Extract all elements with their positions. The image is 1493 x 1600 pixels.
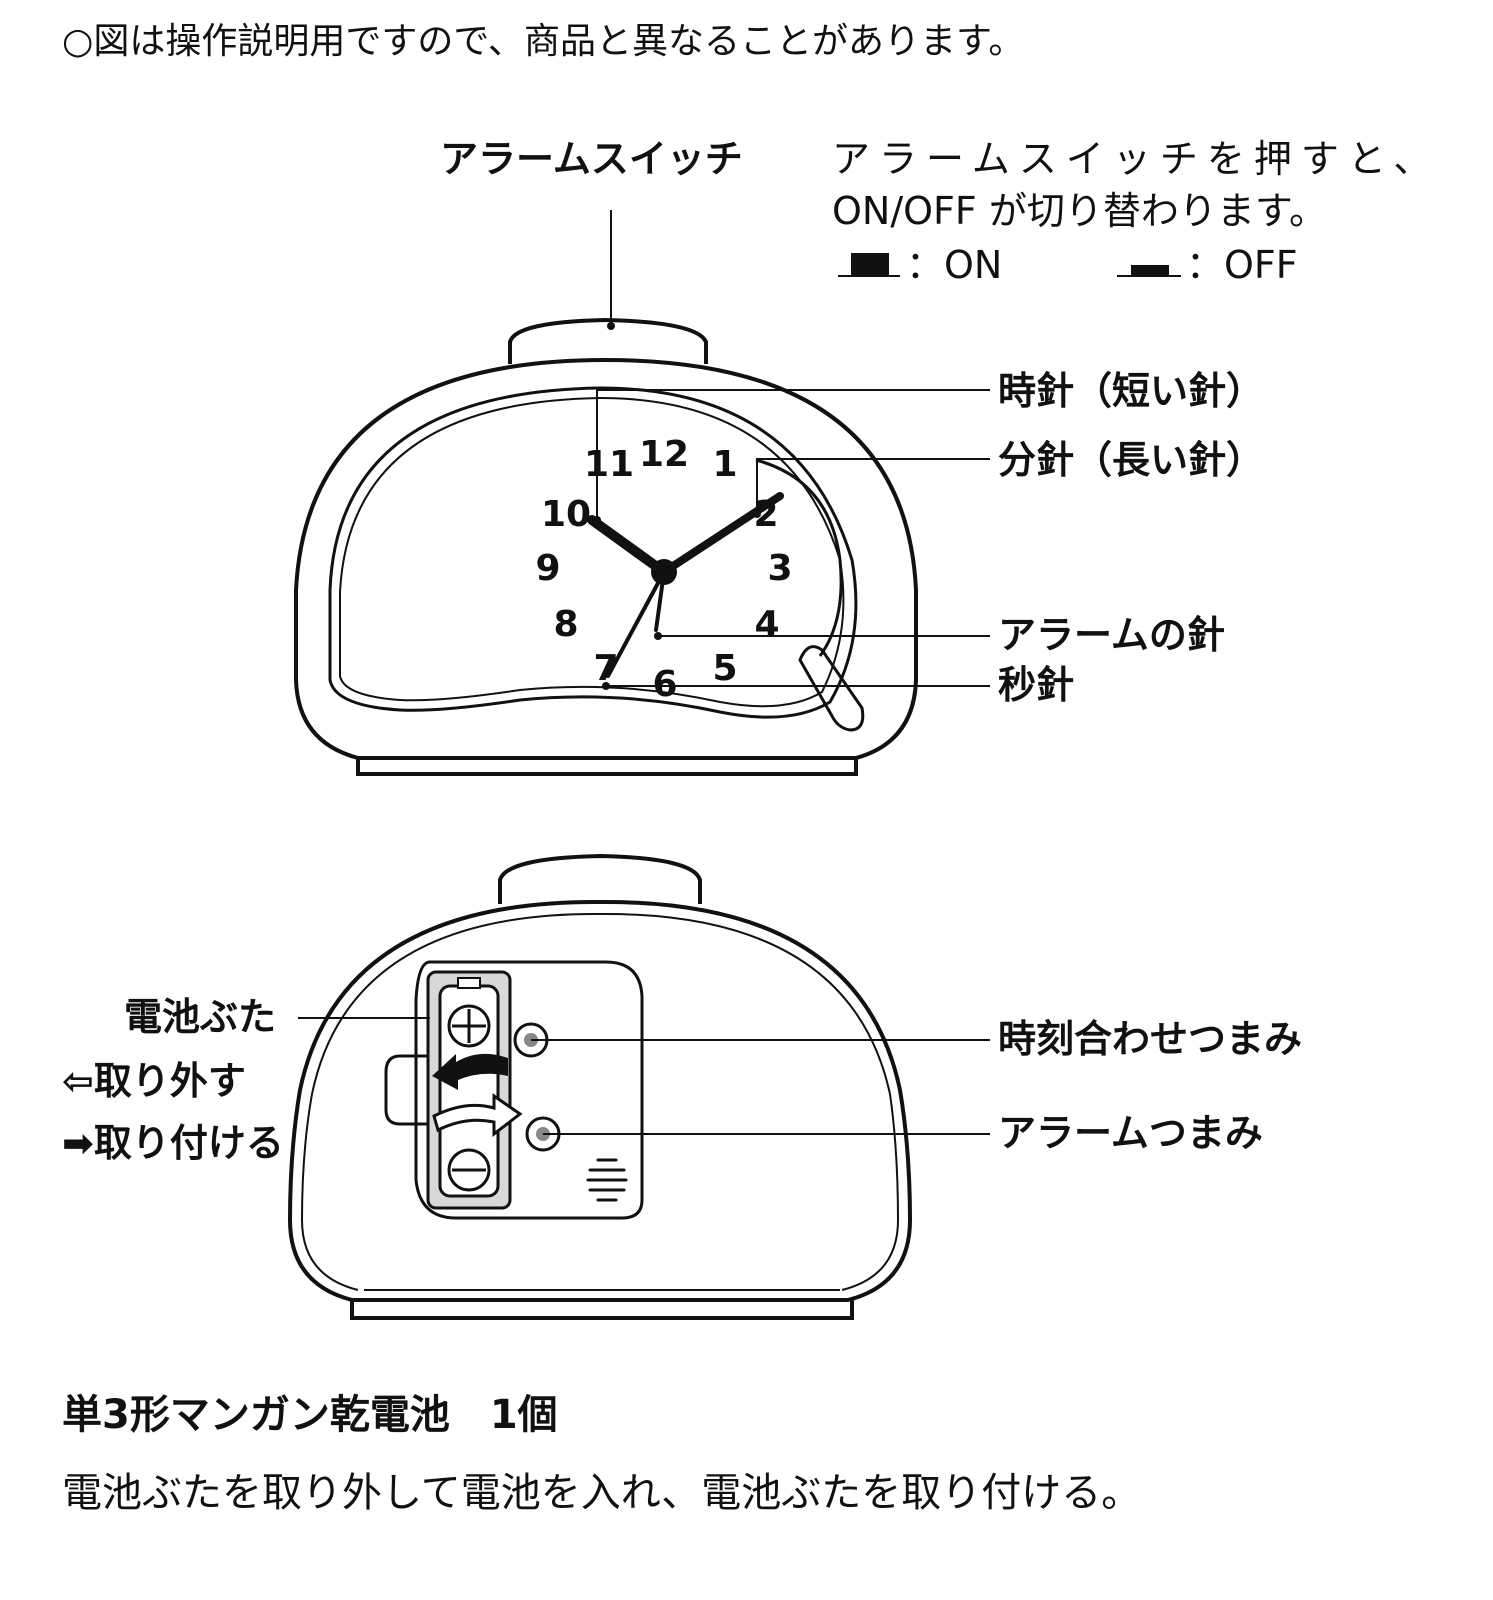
back-clock-illustration: [287, 853, 913, 1320]
dial-number-9: 9: [535, 548, 560, 589]
dial-number-3: 3: [767, 548, 792, 589]
remove-direction-label: ⇦取り外す: [62, 1059, 246, 1103]
dial-number-1: 1: [712, 444, 737, 485]
dial-number-10: 10: [541, 494, 591, 535]
back-leader-lines: [298, 1017, 990, 1135]
dial-number-8: 8: [553, 604, 578, 645]
back-body-inner: [300, 912, 900, 1291]
on-switch-icon: [838, 253, 900, 277]
second-hand: [606, 570, 666, 678]
alarm-lever: [798, 645, 865, 732]
alarm-switch-label: アラームスイッチ: [440, 137, 743, 181]
time-knob-label: 時刻合わせつまみ: [998, 1017, 1303, 1061]
front-leader-lines: [593, 210, 990, 690]
alarm-switch-button: [508, 317, 708, 364]
back-body-outline: [287, 899, 913, 1302]
dial-number-5: 5: [712, 648, 737, 689]
front-base: [356, 758, 858, 776]
front-body-outline: [294, 357, 918, 760]
battery-title: 単3形マンガン乾電池 1個: [62, 1392, 558, 1438]
second-hand-label: 秒針: [998, 663, 1075, 707]
dial-number-12: 12: [639, 434, 689, 475]
attach-direction-label: ➡取り付ける: [62, 1121, 284, 1165]
dial-swoosh: [755, 458, 843, 657]
remove-arrow-icon: [432, 1053, 508, 1090]
clock-hands: [587, 492, 784, 678]
dial-number-11: 11: [584, 444, 634, 485]
speaker-grille-icon: [586, 1158, 628, 1202]
alarm-switch-desc-line1: アラームスイッチを押すと、: [832, 137, 1441, 181]
alarm-hand-label: アラームの針: [998, 613, 1225, 657]
off-state-label: ：OFF: [1186, 243, 1298, 287]
minute-hand-leader: [756, 458, 990, 514]
hour-hand-leader: [596, 389, 990, 520]
dial-number-4: 4: [754, 604, 779, 645]
minute-hand: [660, 492, 784, 576]
disclaimer-note: ○図は操作説明用ですので、商品と異なることがあります。: [62, 21, 1025, 62]
dial-outline: [328, 386, 858, 719]
hour-hand-label: 時針（短い針）: [998, 369, 1265, 413]
dial-inner-outline: [339, 396, 845, 708]
back-base: [350, 1300, 854, 1320]
minute-hand-label: 分針（長い針）: [998, 438, 1265, 482]
cover-tab: [384, 1054, 430, 1126]
back-panel: [414, 960, 644, 1220]
dial-numbers: 12 1 2 3 4 5 6 7 8 9 10 11: [535, 434, 792, 705]
battery-instruction: 電池ぶたを取り外して電池を入れ、電池ぶたを取り付ける。: [62, 1470, 1142, 1516]
on-state-label: ：ON: [906, 243, 1003, 287]
battery-cover-label: 電池ぶた: [124, 995, 277, 1039]
attach-arrow-icon: [432, 1093, 523, 1138]
off-switch-icon: [1117, 265, 1181, 277]
alarm-switch-desc-line2: ON/OFF が切り替わります。: [832, 189, 1328, 233]
back-top-button: [498, 853, 702, 904]
hour-hand: [587, 515, 669, 577]
hands-center: [651, 559, 677, 585]
front-clock-illustration: [294, 317, 918, 776]
battery-cover: [426, 970, 512, 1210]
dial-number-6: 6: [652, 664, 677, 705]
alarm-knob-label: アラームつまみ: [998, 1111, 1263, 1155]
